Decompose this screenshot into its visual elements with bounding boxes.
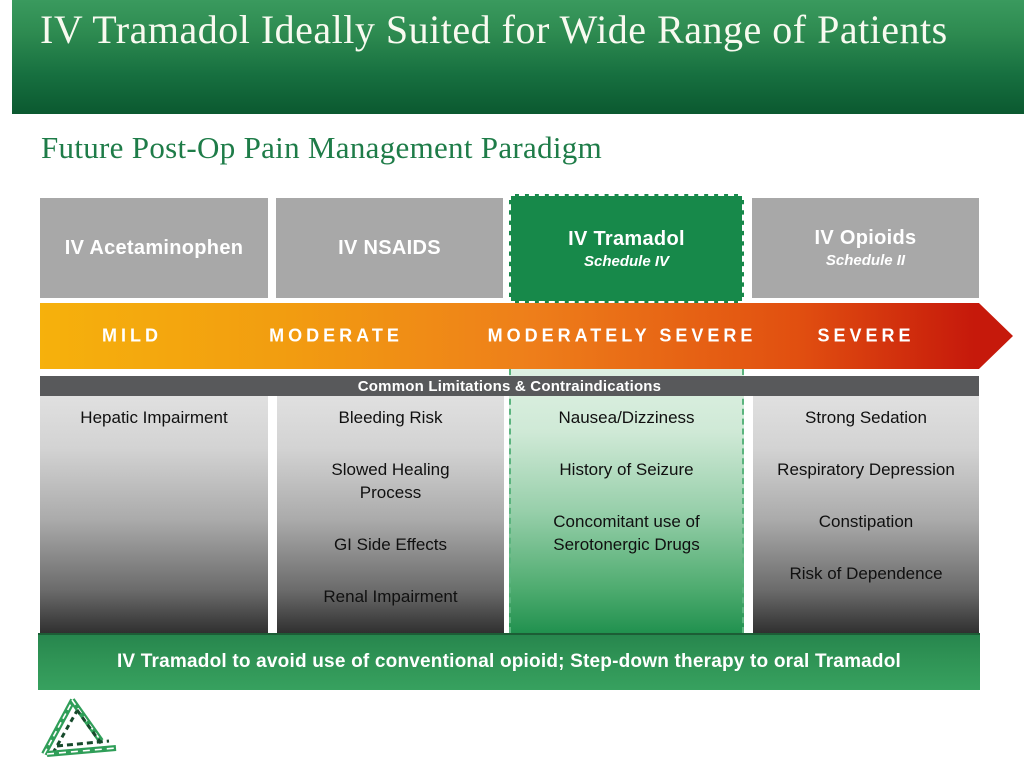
footer-banner: IV Tramadol to avoid use of conventional… [38, 633, 980, 690]
severity-arrow: MILD MODERATE MODERATELY SEVERE SEVERE [40, 303, 1013, 369]
limitation-item: Renal Impairment [323, 586, 458, 606]
limitation-item: Risk of Dependence [789, 563, 943, 583]
therapy-box-schedule: Schedule II [825, 252, 906, 269]
limitation-item: Slowed Healing Process [331, 459, 450, 502]
limitation-item: Respiratory Depression [777, 459, 955, 479]
limitation-item: Nausea/Dizziness [558, 408, 695, 427]
limitations-column-tramadol-highlighted: Nausea/Dizziness History of Seizure Conc… [509, 369, 744, 633]
therapy-box-tramadol-highlighted: IV Tramadol Schedule IV [509, 194, 744, 303]
therapy-box-nsaids: IV NSAIDS [276, 198, 503, 298]
severity-label-severe: SEVERE [817, 325, 915, 346]
therapy-box-label: IV Opioids [814, 227, 917, 249]
limitations-columns: Hepatic Impairment Bleeding Risk Slowed … [40, 369, 979, 633]
therapy-box-schedule: Schedule IV [583, 252, 670, 270]
slide-subtitle: Future Post-Op Pain Management Paradigm [41, 130, 603, 165]
therapy-box-label: IV Acetaminophen [64, 236, 244, 259]
limitation-item: Concomitant use of Serotonergic Drugs [553, 511, 700, 554]
limitation-item: Hepatic Impairment [80, 408, 228, 427]
limitation-item: GI Side Effects [333, 534, 448, 554]
limitation-item: Strong Sedation [805, 408, 927, 427]
triangle-logo-icon [33, 696, 119, 758]
limitations-column-opioids: Strong Sedation Respiratory Depression C… [753, 396, 979, 633]
header-banner: IV Tramadol Ideally Suited for Wide Rang… [12, 0, 1024, 114]
limitation-item: History of Seizure [559, 459, 694, 479]
therapy-box-label: IV NSAIDS [338, 236, 441, 259]
therapy-box-opioids: IV Opioids Schedule II [752, 198, 979, 298]
limitations-column-acetaminophen: Hepatic Impairment [40, 396, 268, 633]
limitation-item: Constipation [818, 511, 914, 531]
footer-text: IV Tramadol to avoid use of conventional… [116, 650, 902, 672]
severity-label-mild: MILD [102, 325, 162, 346]
severity-label-moderately-severe: MODERATELY SEVERE [487, 325, 757, 346]
page-title: IV Tramadol Ideally Suited for Wide Rang… [40, 7, 948, 52]
severity-label-moderate: MODERATE [269, 325, 403, 346]
therapy-box-acetaminophen: IV Acetaminophen [40, 198, 268, 298]
limitations-column-nsaids: Bleeding Risk Slowed Healing Process GI … [277, 396, 504, 633]
therapy-box-label: IV Tramadol [568, 227, 685, 250]
limitation-item: Bleeding Risk [338, 408, 443, 427]
limitations-bar: Common Limitations & Contraindications [40, 376, 979, 396]
